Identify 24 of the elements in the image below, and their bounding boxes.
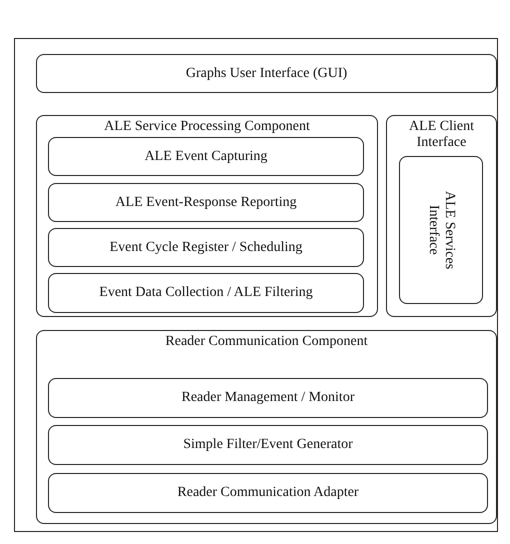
module-label: ALE Event-Response Reporting [115, 194, 297, 210]
module-box [36, 54, 497, 93]
module-box [48, 137, 364, 176]
module-label: Event Data Collection / ALE Filtering [99, 285, 313, 301]
module-label: Reader Communication Adapter [177, 485, 359, 501]
component-panel [36, 115, 378, 317]
component-panel [386, 115, 497, 317]
module-box [48, 183, 364, 222]
module-box [48, 378, 488, 418]
module-label: Reader Management / Monitor [181, 390, 354, 406]
module-label: Event Cycle Register / Scheduling [110, 240, 302, 256]
module-box [399, 156, 483, 304]
panel-title: Reader Communication Component [164, 334, 369, 350]
panel-title: ALE Service Processing Component [103, 119, 311, 135]
module-box [48, 425, 488, 465]
component-panel [36, 330, 497, 524]
module-box [48, 228, 364, 267]
module-label: ALE Services Interface [425, 190, 457, 272]
module-box [48, 473, 488, 513]
module-label: Simple Filter/Event Generator [183, 437, 353, 453]
module-box [48, 273, 364, 313]
panel-title: ALE Client Interface [408, 119, 475, 151]
module-label: Graphs User Interface (GUI) [186, 66, 348, 82]
module-label: ALE Event Capturing [144, 148, 268, 164]
